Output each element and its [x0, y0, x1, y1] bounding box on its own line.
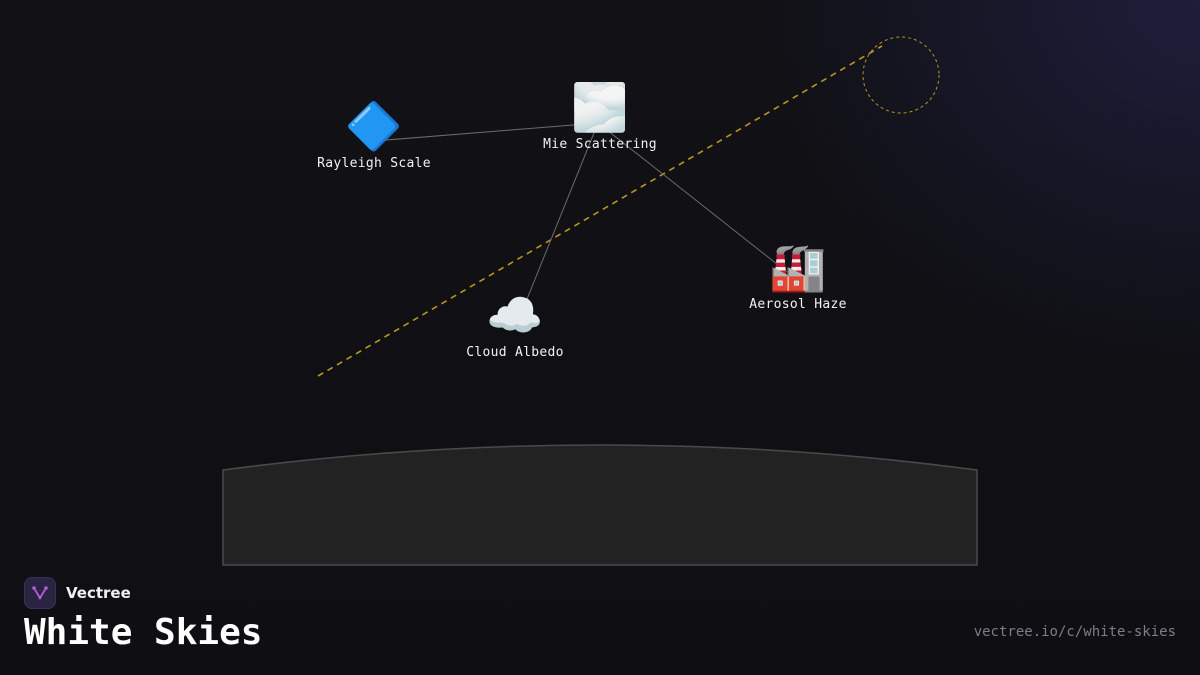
node-label: Cloud Albedo [466, 345, 564, 360]
edge-mie-rayleigh [373, 122, 599, 142]
vectree-logo-icon [24, 577, 56, 609]
fog-cloud-icon: 🌫️ [571, 80, 629, 134]
node-label: Mie Scattering [543, 137, 657, 152]
sun-ray [317, 45, 883, 377]
edge-mie-aerosol [597, 122, 788, 273]
page-title: White Skies [24, 612, 263, 653]
factory-icon: 🏭 [769, 240, 827, 294]
edge-mie-cloud [522, 122, 599, 310]
brand-name: Vectree [66, 584, 131, 602]
cloud-icon: ☁️ [486, 288, 544, 342]
blue-diamond-icon: 🔷 [345, 99, 403, 153]
node-cloud-albedo[interactable]: ☁️ Cloud Albedo [466, 289, 564, 361]
node-label: Rayleigh Scale [317, 156, 431, 171]
sun-icon [862, 36, 940, 114]
brand[interactable]: Vectree [24, 577, 131, 609]
node-label: Aerosol Haze [749, 297, 847, 312]
node-mie-scattering[interactable]: 🌫️ Mie Scattering [543, 81, 657, 153]
node-aerosol-haze[interactable]: 🏭 Aerosol Haze [749, 241, 847, 313]
node-rayleigh-scale[interactable]: 🔷 Rayleigh Scale [317, 100, 431, 172]
page-url[interactable]: vectree.io/c/white-skies [973, 624, 1176, 640]
ground-surface [222, 444, 978, 566]
